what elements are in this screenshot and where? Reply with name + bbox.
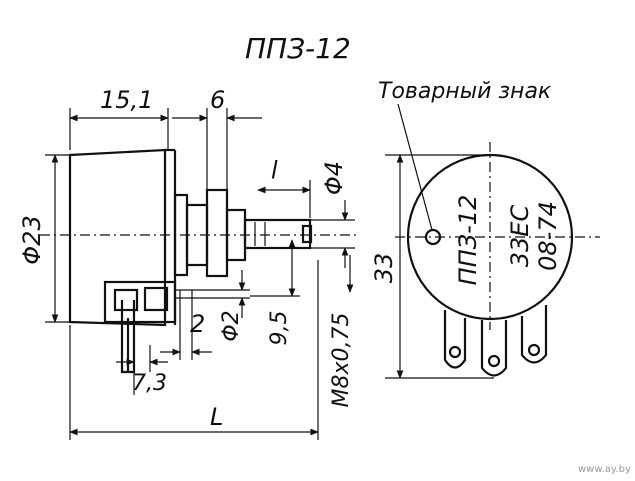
dim-L: L [69,325,319,440]
label-phi4: Φ4 [320,161,348,195]
label-7-3: 7,3 [132,371,167,396]
label-L: L [210,403,223,431]
trademark-label: Товарный знак [378,79,552,104]
dim-15-1: 15,1 [69,86,169,150]
dim-l: l [257,154,311,218]
drawing-title: ППЗ-12 [245,32,351,65]
label-l: l [271,154,278,182]
label-thread: M8x0,75 [329,313,354,408]
label-15-1: 15,1 [100,86,153,114]
label-phi2: Φ2 [219,310,244,341]
marking-line3: 08-74 [534,201,562,271]
trademark-dot [424,228,442,246]
dim-terminals: 2 Φ2 9,5 [160,239,300,360]
dim-thread: M8x0,75 [317,255,354,440]
dim-33: 33 [370,154,494,379]
marking-line1: ППЗ-12 [454,195,482,286]
dim-phi4: Φ4 [310,161,355,268]
front-view: ППЗ-12 33ЕС 08-74 [395,142,600,377]
label-9-5: 9,5 [267,311,292,346]
trademark-callout: Товарный знак [378,79,552,231]
marking-line2: 33ЕС [506,205,534,268]
label-2: 2 [190,310,205,338]
label-phi23: Φ23 [18,215,46,264]
dim-phi23: Φ23 [18,154,70,323]
side-view [40,148,360,374]
dim-7-3: 7,3 [116,345,168,396]
watermark: www.ay.by [578,464,631,475]
label-6: 6 [210,86,225,114]
dim-6: 6 [172,86,262,190]
label-33: 33 [370,253,398,284]
